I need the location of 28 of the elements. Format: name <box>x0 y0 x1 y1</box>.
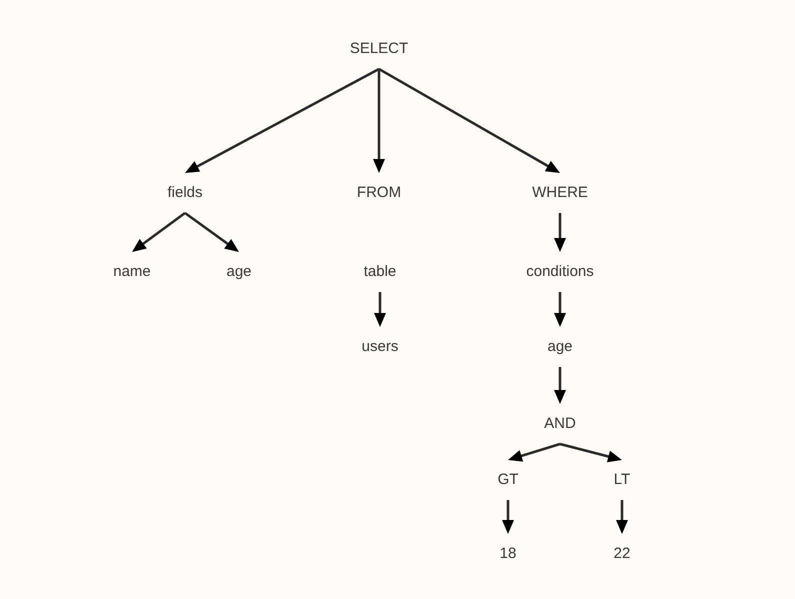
node-label: SELECT <box>348 38 410 60</box>
node-label: users <box>360 336 400 358</box>
node-label: 22 <box>612 543 632 565</box>
node-label: LT <box>612 469 632 491</box>
arrow <box>132 212 186 252</box>
node-label: FROM <box>354 182 404 204</box>
arrow <box>554 292 566 327</box>
arrow <box>374 292 386 327</box>
node-label: 18 <box>498 543 518 565</box>
arrow <box>185 68 380 173</box>
arrow <box>554 213 566 252</box>
node-label: AND <box>542 413 578 435</box>
arrow <box>554 367 566 404</box>
node-label: name <box>111 261 153 283</box>
node-label: conditions <box>524 261 596 283</box>
arrow <box>378 68 560 173</box>
node-label: GT <box>496 469 520 491</box>
node-label: age <box>224 261 254 283</box>
arrow <box>184 212 239 252</box>
arrow <box>616 500 628 534</box>
arrow <box>560 442 622 462</box>
node-label: table <box>362 261 398 283</box>
node-label: WHERE <box>530 182 590 204</box>
arrow <box>502 500 514 534</box>
node-label: fields <box>165 182 205 204</box>
node-label: age <box>545 336 575 358</box>
arrow <box>508 442 560 462</box>
arrow <box>373 69 385 173</box>
